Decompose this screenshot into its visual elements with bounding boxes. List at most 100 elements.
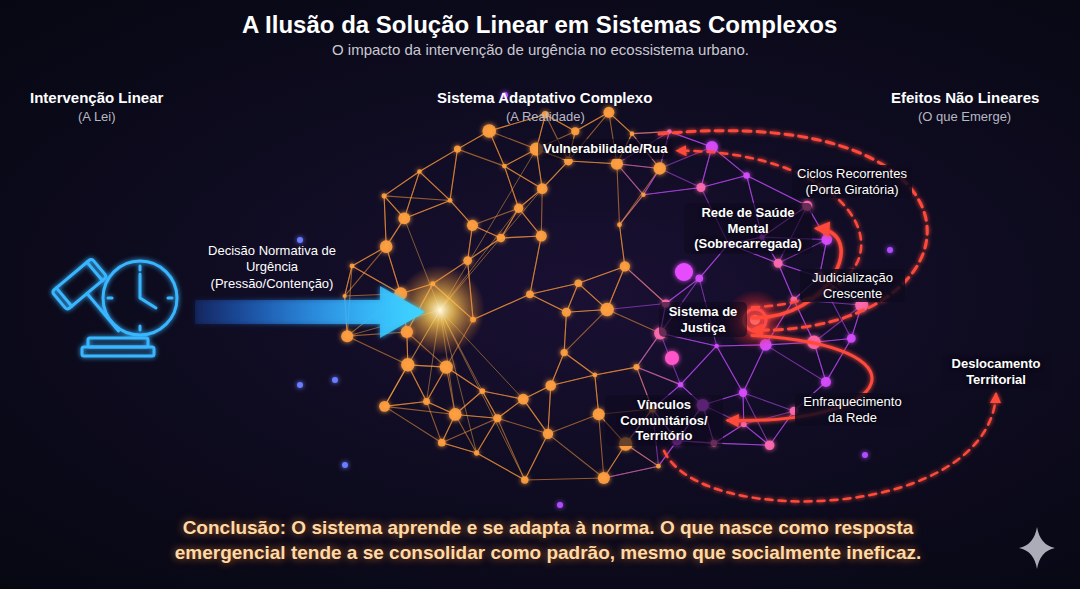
network-dot	[862, 452, 868, 458]
network-dot	[297, 237, 303, 243]
network-link	[604, 466, 659, 478]
network-link	[384, 172, 419, 196]
network-link	[744, 424, 770, 445]
network-dot	[350, 263, 355, 268]
network-dot	[537, 183, 548, 194]
network-link	[617, 164, 620, 225]
node-text: Rede de Saúde Mental (Sobrecarregada)	[689, 205, 807, 252]
network-link	[482, 391, 497, 418]
network-link	[384, 172, 419, 196]
network-dot	[382, 193, 387, 198]
network-link	[637, 367, 681, 385]
network-link	[607, 266, 625, 309]
network-link	[595, 367, 637, 375]
network-link	[442, 418, 498, 442]
network-dot	[739, 389, 747, 397]
network-dot	[593, 373, 598, 378]
network-link	[501, 236, 541, 238]
network-link	[826, 338, 851, 382]
network-link	[826, 338, 851, 382]
network-link	[530, 236, 541, 294]
network-link	[501, 208, 519, 238]
network-link	[530, 283, 578, 294]
network-links	[345, 112, 862, 480]
network-link	[504, 166, 518, 208]
network-link	[744, 424, 770, 445]
network-link	[637, 367, 681, 385]
node-text: Vínculos Comunitários/ Território	[610, 397, 718, 444]
network-dot	[741, 421, 747, 427]
network-dot	[743, 172, 750, 179]
network-link	[352, 266, 401, 294]
network-dot	[600, 303, 614, 317]
column-subheading: (A Realidade)	[506, 109, 585, 125]
network-link	[660, 333, 680, 384]
node-text: Deslocamento Territorial	[946, 356, 1046, 387]
sparkle-mark	[1019, 527, 1055, 569]
network-link	[701, 175, 747, 187]
network-link	[743, 345, 766, 393]
network-link	[607, 309, 660, 333]
network-link	[477, 418, 498, 453]
network-link	[477, 453, 525, 480]
network-dot	[449, 408, 462, 421]
node-text: Vulnerabilidade/Rua	[543, 141, 668, 157]
network-link	[404, 172, 419, 219]
network-dot	[641, 193, 646, 198]
network-link	[404, 200, 450, 218]
network-dot	[545, 380, 556, 391]
edge-label: Ciclos Recorrentes (Porta Giratória)	[792, 165, 912, 198]
network-dot	[454, 146, 461, 153]
network-link	[385, 401, 427, 406]
network-dot	[656, 464, 661, 469]
network-dot	[497, 234, 505, 242]
network-link	[548, 434, 604, 478]
network-link	[617, 164, 644, 195]
network-dot	[887, 247, 893, 253]
network-dot	[571, 127, 579, 135]
network-dot	[593, 408, 605, 420]
network-link	[564, 312, 566, 352]
network-link	[541, 189, 543, 236]
network-link	[666, 278, 699, 303]
system-node: Rede de Saúde Mental (Sobrecarregada)	[684, 203, 812, 254]
network-link	[548, 385, 551, 433]
network-dot	[379, 401, 390, 412]
network-dot	[695, 275, 703, 283]
network-dot	[380, 240, 393, 253]
network-link	[419, 172, 450, 201]
network-dot	[847, 334, 856, 343]
network-link	[564, 312, 566, 352]
network-link	[352, 266, 401, 294]
network-link	[666, 278, 699, 303]
column-subheading: (O que Emerge)	[918, 109, 1011, 125]
network-link	[530, 283, 578, 294]
network-link	[637, 333, 661, 367]
network-dot	[493, 414, 501, 422]
network-dot	[521, 476, 528, 483]
network-link	[385, 406, 456, 414]
network-dot	[654, 162, 666, 174]
column-subheading: (A Lei)	[78, 109, 116, 125]
network-link	[419, 149, 457, 171]
network-link	[530, 294, 566, 312]
network-link	[595, 367, 637, 375]
network-dot	[696, 183, 705, 192]
network-dot	[620, 261, 630, 271]
column-heading: Efeitos Não Lineares	[891, 89, 1039, 107]
network-link	[384, 196, 450, 201]
network-link	[712, 147, 747, 176]
network-dot	[630, 131, 635, 136]
network-link	[497, 418, 548, 434]
network-link	[607, 303, 666, 309]
edge-label: Judicialização Crescente	[800, 269, 905, 302]
network-link	[578, 266, 625, 283]
network-dot	[617, 222, 622, 227]
network-dot	[536, 231, 547, 242]
node-text: Sistema de Justiça	[664, 304, 742, 335]
network-dot	[467, 220, 478, 231]
network-link	[660, 168, 701, 187]
network-dot	[678, 382, 683, 387]
network-link	[384, 196, 386, 247]
